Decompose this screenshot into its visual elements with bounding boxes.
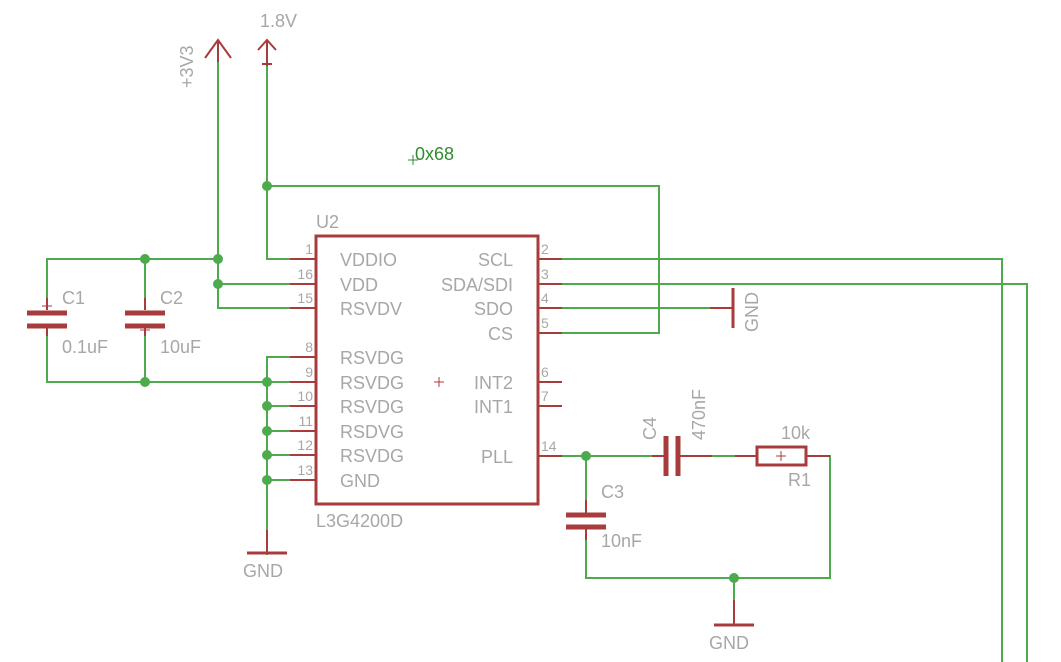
gnd-main-label: GND [243,561,283,581]
pin-number: 3 [541,266,549,282]
pin-number: 6 [541,364,549,380]
c2-ref: C2 [160,288,183,308]
c3-value: 10nF [601,531,642,551]
c2-value: 10uF [160,337,201,357]
pin-number: 15 [297,290,313,306]
pin-name: VDDIO [340,250,397,270]
ic-u2: U2 L3G4200D 1 16 15 8 9 10 11 12 13 VDDI… [290,212,562,531]
pin-name: INT2 [474,373,513,393]
c4-ref: C4 [640,417,660,440]
pin-number: 11 [298,413,313,429]
pin-number: 1 [305,241,313,257]
r1-value: 10k [781,423,811,443]
gnd-symbol-pll: GND [709,600,754,653]
c4-value: 470nF [689,389,709,440]
pin-number: 16 [297,266,313,282]
c3-ref: C3 [601,482,624,502]
gnd-sdo-label: GND [742,292,762,332]
address-net-label: 0x68 [408,144,454,165]
pin-number: 10 [297,388,313,404]
pin-number: 14 [541,438,557,454]
capacitor-c3: C3 10nF [566,482,642,551]
pin-name: SDA/SDI [441,275,513,295]
power-1v8-label: 1.8V [260,11,297,31]
power-1v8-symbol: 1.8V [257,11,297,66]
gnd-pll-label: GND [709,633,749,653]
power-3v3-label: +3V3 [177,45,197,88]
pin-name: GND [340,471,380,491]
pin-name: SDO [474,299,513,319]
pin-name: RSVDG [340,397,404,417]
address-label: 0x68 [415,144,454,164]
pin-name: RSDVG [340,422,404,442]
r1-ref: R1 [788,470,811,490]
pin-number: 2 [541,241,549,257]
power-3v3-symbol: +3V3 [177,38,232,88]
gnd-symbol-sdo: GND [710,288,762,332]
ic-ref: U2 [316,212,339,232]
gnd-symbol-main: GND [243,530,287,581]
ic-value: L3G4200D [316,511,403,531]
pin-name: RSVDG [340,373,404,393]
capacitor-c1: C1 0.1uF [27,288,108,357]
pin-number: 7 [541,388,549,404]
pin-name: INT1 [474,397,513,417]
resistor-r1: 10k R1 [735,423,830,490]
pin-number: 9 [305,364,313,380]
pin-name: RSVDG [340,446,404,466]
junctions [140,181,739,583]
pin-number: 4 [541,290,549,306]
c1-ref: C1 [62,288,85,308]
pin-number: 13 [297,462,313,478]
pin-name: PLL [481,447,513,467]
pin-number: 8 [305,339,313,355]
pin-number: 5 [541,315,549,331]
pin-name: CS [488,324,513,344]
capacitor-c2: C2 10uF [125,288,201,357]
pin-name: RSVDG [340,348,404,368]
pin-name: RSVDV [340,299,402,319]
pin-name: VDD [340,275,378,295]
pin-name: SCL [478,250,513,270]
capacitor-c4: C4 470nF [640,389,712,476]
c1-value: 0.1uF [62,337,108,357]
pin-number: 12 [297,437,313,453]
